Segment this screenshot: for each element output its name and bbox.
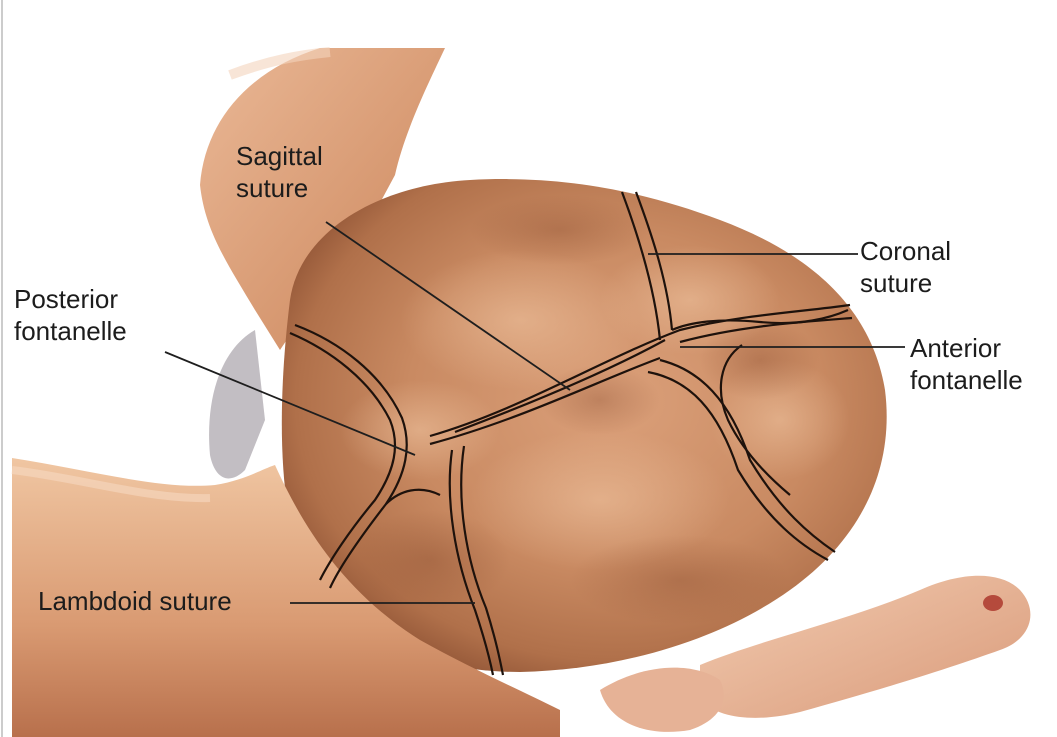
label-sagittal-suture: Sagittal suture [236,140,323,204]
label-lambdoid-suture: Lambdoid suture [38,585,232,617]
label-coronal-suture: Coronal suture [860,235,951,299]
label-anterior-fontanelle: Anterior fontanelle [910,332,1023,396]
label-posterior-fontanelle: Posterior fontanelle [14,283,127,347]
